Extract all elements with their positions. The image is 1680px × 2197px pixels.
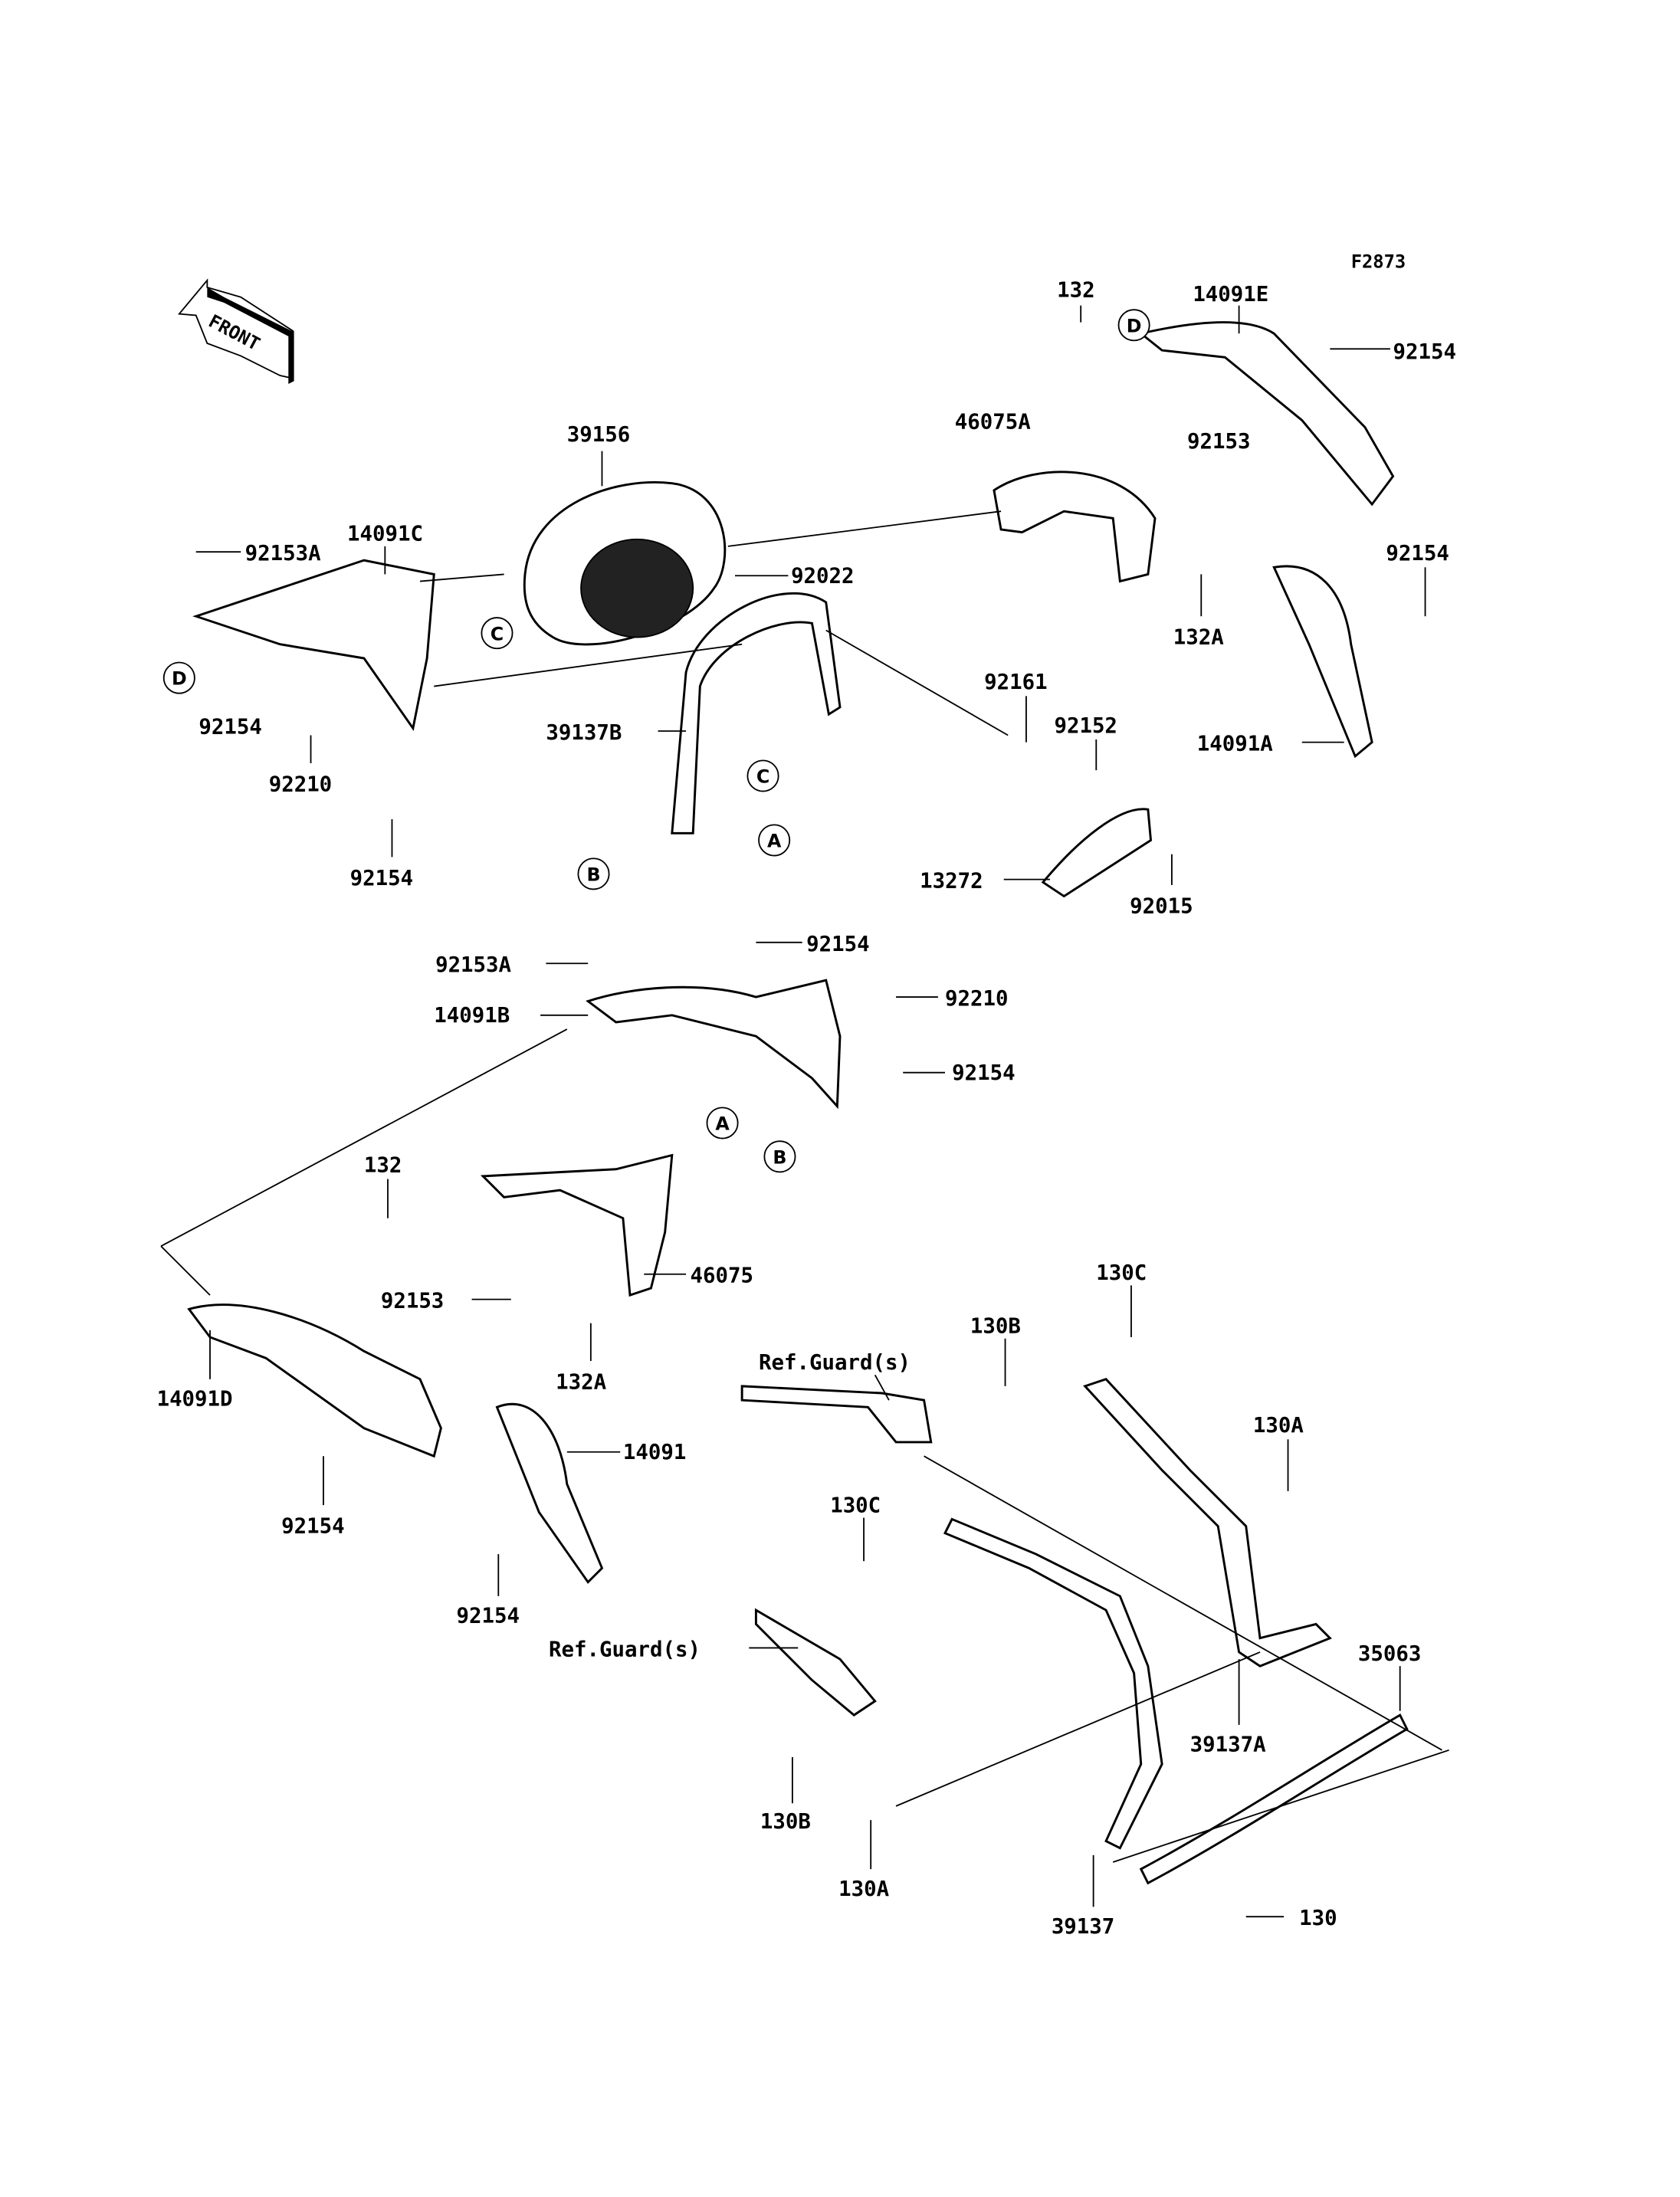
label-14091B: 14091B bbox=[434, 1004, 510, 1028]
label-130B: 130B bbox=[970, 1314, 1021, 1338]
label-92154: 92154 bbox=[199, 716, 261, 739]
ref-guard-label: Ref.Guard(s) bbox=[759, 1351, 911, 1375]
label-92161: 92161 bbox=[984, 671, 1047, 694]
callout-c-left: C bbox=[481, 617, 514, 650]
label-39137: 39137 bbox=[1052, 1915, 1114, 1939]
callout-a-top: A bbox=[758, 824, 791, 857]
callout-b-top: B bbox=[577, 857, 610, 890]
label-14091D: 14091D bbox=[157, 1387, 233, 1411]
label-130C: 130C bbox=[830, 1494, 881, 1517]
label-39137A: 39137A bbox=[1190, 1733, 1266, 1757]
label-92154: 92154 bbox=[350, 867, 413, 890]
label-46075A: 46075A bbox=[955, 410, 1031, 434]
callout-b-mid: B bbox=[763, 1140, 796, 1173]
leader-lines bbox=[160, 305, 1449, 1918]
callout-a-mid: A bbox=[706, 1107, 739, 1139]
figure-code: F2873 bbox=[1351, 251, 1406, 272]
label-130A: 130A bbox=[838, 1877, 889, 1901]
label-14091: 14091 bbox=[623, 1441, 686, 1464]
label-130C: 130C bbox=[1096, 1261, 1147, 1285]
label-132A: 132A bbox=[556, 1371, 606, 1395]
label-92154: 92154 bbox=[806, 933, 869, 956]
label-92154: 92154 bbox=[456, 1605, 519, 1628]
label-14091E: 14091E bbox=[1193, 283, 1268, 307]
svg-text:D: D bbox=[1127, 315, 1142, 336]
label-130A: 130A bbox=[1253, 1414, 1304, 1438]
front-arrow-icon: FRONT bbox=[177, 278, 294, 384]
label-92153: 92153 bbox=[381, 1290, 444, 1313]
svg-text:D: D bbox=[172, 668, 187, 690]
svg-text:A: A bbox=[767, 831, 782, 852]
label-92152: 92152 bbox=[1054, 714, 1117, 738]
label-14091C: 14091C bbox=[347, 523, 423, 546]
label-92210: 92210 bbox=[945, 987, 1008, 1011]
callout-c-mid: C bbox=[746, 759, 779, 792]
label-130: 130 bbox=[1299, 1907, 1337, 1930]
svg-text:C: C bbox=[756, 766, 769, 788]
label-130B: 130B bbox=[760, 1810, 811, 1834]
callout-d-left: D bbox=[162, 661, 195, 694]
label-132: 132 bbox=[1057, 279, 1094, 303]
label-92153A: 92153A bbox=[435, 953, 511, 977]
label-92210: 92210 bbox=[269, 773, 332, 797]
label-92153A: 92153A bbox=[245, 542, 321, 566]
callout-d-top: D bbox=[1117, 309, 1150, 342]
ref-guard-label: Ref.Guard(s) bbox=[549, 1638, 701, 1661]
label-92154: 92154 bbox=[952, 1061, 1015, 1085]
svg-text:B: B bbox=[773, 1146, 786, 1168]
part-labels: 132 14091E 92154 46075A 92153 39156 9215… bbox=[157, 279, 1456, 1939]
label-39156: 39156 bbox=[567, 423, 630, 447]
label-92022: 92022 bbox=[791, 564, 854, 588]
svg-text:B: B bbox=[586, 864, 600, 885]
label-132: 132 bbox=[364, 1153, 402, 1177]
part-outlines bbox=[187, 321, 1409, 1885]
label-14091A: 14091A bbox=[1197, 733, 1273, 756]
label-132A: 132A bbox=[1173, 626, 1224, 650]
svg-text:C: C bbox=[491, 623, 504, 644]
label-35063: 35063 bbox=[1358, 1642, 1421, 1666]
label-92154: 92154 bbox=[281, 1515, 344, 1539]
label-13272: 13272 bbox=[920, 870, 983, 894]
label-92015: 92015 bbox=[1130, 894, 1193, 918]
label-39137B: 39137B bbox=[546, 721, 622, 745]
svg-text:A: A bbox=[715, 1113, 730, 1135]
label-92154: 92154 bbox=[1393, 340, 1456, 364]
label-92154: 92154 bbox=[1386, 542, 1449, 566]
label-46075: 46075 bbox=[691, 1264, 753, 1288]
label-92153: 92153 bbox=[1187, 430, 1250, 454]
